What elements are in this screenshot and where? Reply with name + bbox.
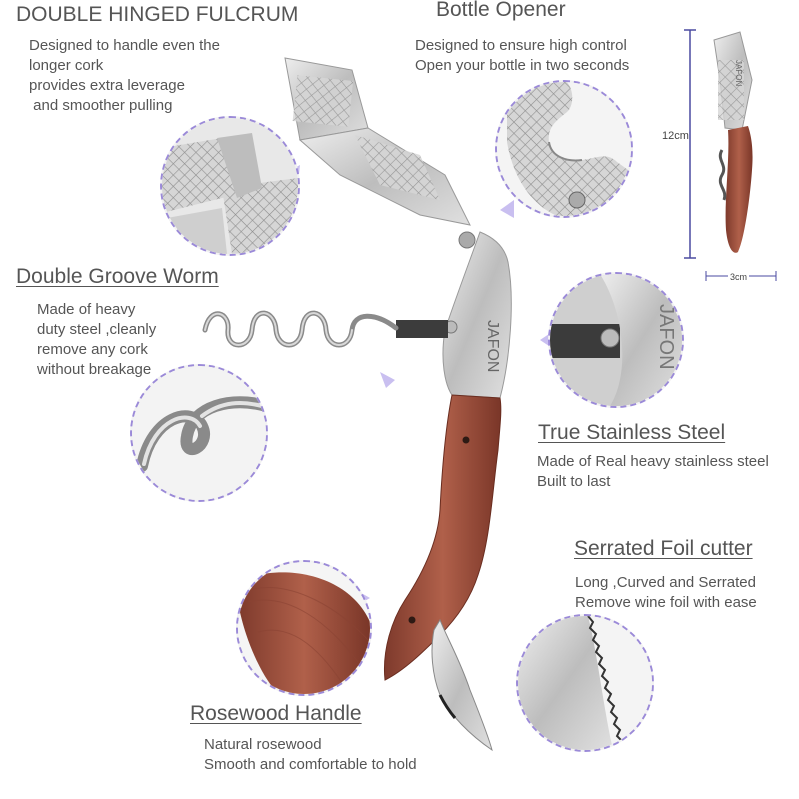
- fulcrum-line: Designed to handle even the: [29, 37, 220, 54]
- handle-rivet: [408, 616, 416, 624]
- worm-highlight: [204, 312, 353, 346]
- rosewood-handle: [383, 394, 502, 681]
- opener-description: Designed to ensure high control Open you…: [415, 36, 629, 76]
- worm-title: Double Groove Worm: [16, 265, 219, 288]
- fulcrum-line: provides extra leverage: [29, 77, 185, 94]
- steel-line: Made of Real heavy stainless steel: [537, 453, 769, 470]
- blade-edge: [438, 694, 457, 719]
- handle-line: Smooth and comfortable to hold: [204, 756, 417, 773]
- steel-brand-text: JAFON: [655, 304, 677, 370]
- opener-line: Designed to ensure high control: [415, 37, 627, 54]
- worm-line: duty steel ,cleanly: [37, 321, 157, 338]
- fulcrum-line: longer cork: [29, 57, 104, 74]
- fulcrum-description: Designed to handle even the longer cork …: [29, 36, 220, 116]
- steel-title: True Stainless Steel: [538, 421, 726, 444]
- hinged-fulcrum: [284, 57, 471, 226]
- hinge-closeup-icon: [162, 118, 298, 254]
- cutter-title: Serrated Foil cutter: [574, 537, 753, 560]
- handle-title: Rosewood Handle: [190, 702, 362, 725]
- width-label: 3cm: [728, 272, 750, 282]
- cutter-description: Long ,Curved and Serrated Remove wine fo…: [575, 573, 757, 613]
- handle-rivet: [462, 436, 470, 444]
- handle-description: Natural rosewood Smooth and comfortable …: [204, 735, 417, 775]
- worm-closeup: [130, 364, 268, 502]
- opener-line: Open your bottle in two seconds: [415, 57, 630, 74]
- foil-cutter-blade: [431, 618, 493, 752]
- hinge-pin: [458, 231, 476, 249]
- steel-closeup: JAFON: [548, 272, 684, 408]
- fulcrum-title: DOUBLE HINGED FULCRUM: [16, 3, 299, 26]
- handle-line: Natural rosewood: [204, 736, 322, 753]
- corkscrew-worm: [202, 310, 399, 348]
- rosewood-closeup-icon: [238, 562, 370, 694]
- worm-line: without breakage: [37, 361, 152, 378]
- brand-engraving: JAFON: [484, 320, 501, 372]
- serrated-blade-closeup-icon: [518, 616, 652, 750]
- fulcrum-closeup: [160, 116, 300, 256]
- thumb-brand-text: JAFON: [734, 60, 743, 86]
- cutter-line: Long ,Curved and Serrated: [575, 574, 756, 591]
- handle-closeup: [236, 560, 372, 696]
- height-label: 12cm: [662, 130, 689, 142]
- product-thumbnail: JAFON: [684, 29, 777, 281]
- steel-body: [442, 231, 512, 399]
- worm-line: Made of heavy: [37, 301, 136, 318]
- fulcrum-line: and smoother pulling: [29, 97, 173, 114]
- steel-closeup-icon: JAFON: [550, 274, 682, 406]
- cutter-closeup: [516, 614, 654, 752]
- worm-shank: [396, 320, 448, 338]
- cutter-line: Remove wine foil with ease: [575, 594, 757, 611]
- steel-line: Built to last: [537, 473, 611, 490]
- worm-line: remove any cork: [37, 341, 148, 358]
- worm-description: Made of heavy duty steel ,cleanly remove…: [37, 300, 156, 380]
- bottle-opener-closeup-icon: [497, 82, 631, 216]
- opener-title: Bottle Opener: [436, 0, 566, 21]
- opener-closeup: [495, 80, 633, 218]
- worm-closeup-icon: [132, 366, 266, 500]
- steel-description: Made of Real heavy stainless steel Built…: [537, 452, 769, 492]
